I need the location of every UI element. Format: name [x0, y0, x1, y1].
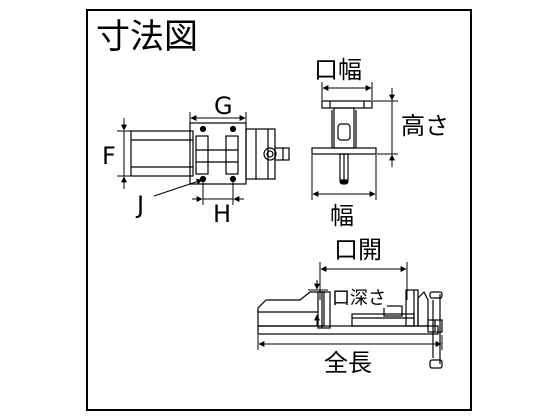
dim-zencho [257, 335, 443, 350]
label-f: F [102, 142, 116, 170]
page-title: 寸法図 [96, 17, 198, 57]
outer-border [86, 9, 472, 411]
label-kuchibiraki: 口開 [334, 236, 382, 264]
dim-haba [311, 155, 377, 200]
label-kuchifukasa: 口深さ [331, 288, 387, 309]
side-view [257, 289, 443, 369]
dim-g [189, 112, 247, 126]
front-view [311, 100, 377, 185]
dim-kuchibiraki [319, 262, 408, 300]
label-j: J [137, 191, 145, 219]
label-kuchihaba: 口幅 [314, 56, 362, 84]
dim-kuchifukasa [308, 280, 328, 326]
label-haba: 幅 [330, 202, 354, 230]
dim-h [192, 180, 244, 205]
label-g: G [214, 92, 233, 120]
dim-kuchihaba [321, 82, 373, 100]
top-view-jaw [130, 130, 194, 177]
front-view-base [311, 147, 377, 155]
leader-j [153, 178, 203, 197]
dim-f [117, 118, 133, 189]
label-takasa: 高さ [401, 112, 449, 140]
top-view-housing [245, 128, 276, 180]
side-view-block [351, 313, 415, 327]
label-h: H [213, 200, 232, 228]
dim-takasa [373, 88, 398, 167]
top-view [130, 122, 290, 185]
label-zencho: 全長 [324, 349, 372, 377]
